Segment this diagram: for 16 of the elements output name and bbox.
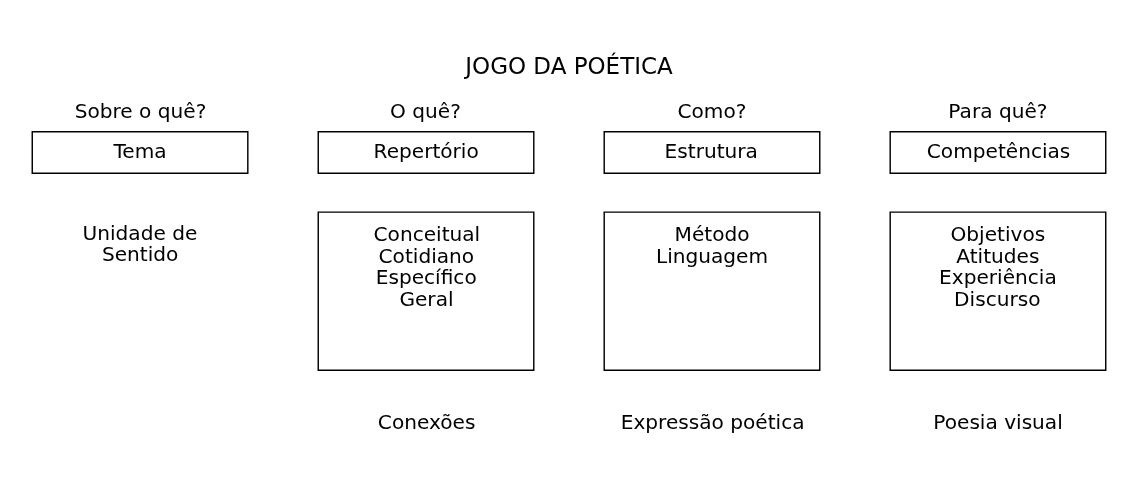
node-box: Competências (889, 130, 1107, 175)
node-label: Expressão poética (620, 409, 805, 434)
node-box: Objetivos Atitudes Experiência Discurso (889, 211, 1107, 371)
node-label: O quê? (390, 98, 461, 123)
diagram-title: JOGO DA POÉTICA (465, 52, 673, 79)
node-box: Estrutura (603, 130, 821, 175)
node-box: Conceitual Cotidiano Específico Geral (317, 211, 535, 371)
node-label: Unidade de Sentido (82, 220, 198, 267)
node-label: Sobre o quê? (74, 98, 207, 123)
node-label: Como? (677, 98, 747, 123)
node-box: Método Linguagem (603, 211, 821, 371)
node-box: Repertório (317, 130, 535, 175)
node-label: Poesia visual (933, 409, 1063, 434)
node-label: Para quê? (948, 98, 1048, 123)
node-label: Conexões (377, 409, 476, 434)
node-box: Tema (31, 130, 249, 175)
